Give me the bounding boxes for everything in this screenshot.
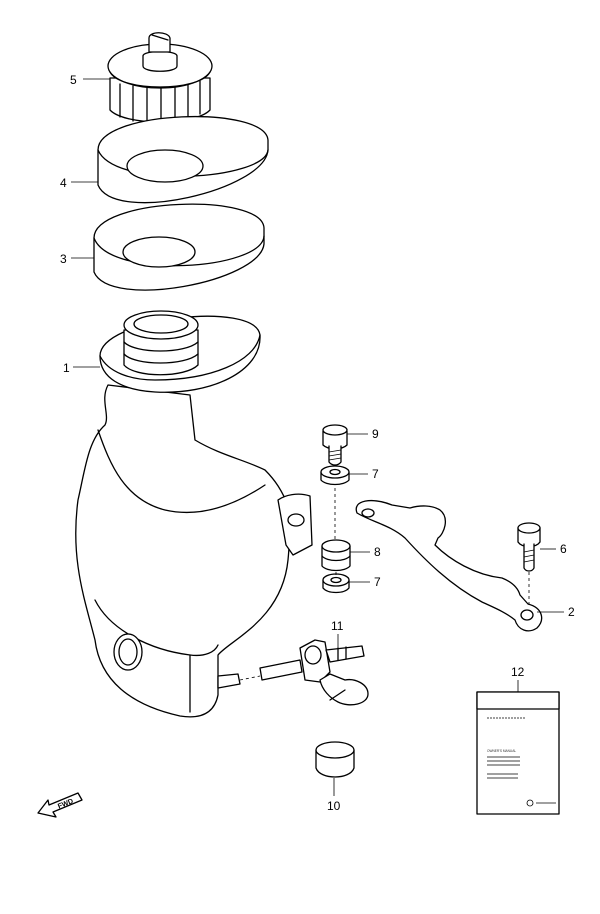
fuel-cock [259, 639, 369, 706]
callout-1: 1 [63, 361, 70, 375]
callout-3: 3 [60, 252, 67, 266]
leader-lines [71, 78, 564, 796]
callout-10: 10 [327, 799, 341, 813]
filter-10 [315, 741, 355, 778]
owners-manual: OWNER'S MANUAL [476, 691, 560, 815]
fwd-arrow-icon: FWD [37, 792, 83, 818]
callout-7-lower: 7 [374, 575, 381, 589]
callout-2: 2 [568, 605, 575, 619]
callout-8: 8 [374, 545, 381, 559]
fuel-tank [75, 310, 313, 718]
washer-7-upper [320, 465, 350, 486]
grommet-8 [321, 539, 351, 572]
washer-7-lower [322, 573, 350, 594]
fwd-label: FWD [57, 798, 74, 810]
bolt-9 [322, 424, 348, 466]
bolt-6 [517, 522, 541, 572]
manual-title: OWNER'S MANUAL [487, 749, 516, 753]
callouts: 5 4 3 1 9 7 8 7 6 2 11 12 10 [60, 73, 575, 813]
callout-6: 6 [560, 542, 567, 556]
callout-4: 4 [60, 176, 67, 190]
callout-9: 9 [372, 427, 379, 441]
gasket-upper [97, 115, 269, 204]
fuel-cap [107, 32, 213, 124]
callout-5: 5 [70, 73, 77, 87]
callout-11: 11 [331, 619, 344, 633]
mounting-bracket [355, 499, 543, 632]
gasket-lower [93, 203, 265, 291]
callout-7-upper: 7 [372, 467, 379, 481]
callout-12: 12 [511, 665, 525, 679]
